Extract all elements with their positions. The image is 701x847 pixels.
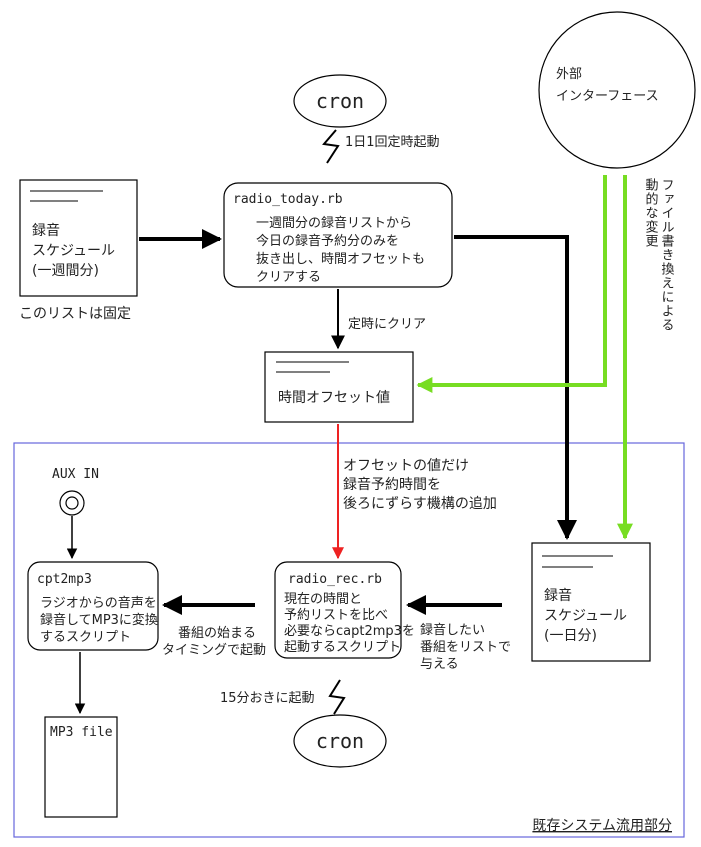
svg-text:一週間分の録音リストから: 一週間分の録音リストから [256,215,412,231]
time-offset-doc: 時間オフセット値 [264,351,414,423]
svg-text:与える: 与える [420,657,459,672]
svg-text:予約リストを比べ: 予約リストを比べ [284,608,388,623]
svg-text:MP3 file: MP3 file [50,725,113,740]
svg-text:cron: cron [316,729,364,753]
aux-in-jack-icon [59,490,85,516]
arrow-today-to-daily [454,235,577,540]
clear-label: 定時にクリア [348,317,426,332]
existing-system-region [13,442,685,838]
aux-in-label: AUX IN [52,467,99,482]
svg-text:ラジオからの音声を: ラジオからの音声を [40,595,157,611]
svg-text:録音: 録音 [32,222,60,239]
svg-text:radio_rec.rb: radio_rec.rb [288,572,382,587]
external-interface-circle: 外部 インターフェース [538,11,696,169]
svg-text:スケジュール: スケジュール [32,243,115,259]
radio-today-box: radio_today.rb 一週間分の録音リストから 今日の録音予約分のみを … [223,182,453,288]
svg-text:外部: 外部 [556,67,582,82]
svg-text:録音: 録音 [544,587,572,604]
arrow-external-to-offset [416,175,607,393]
svg-text:現在の時間と: 現在の時間と [284,592,362,607]
svg-text:(一週間分): (一週間分) [32,263,99,279]
start-timing-label: 番組の始まる タイミングで起動 [162,626,266,658]
mp3-file-doc: MP3 file [44,716,118,818]
weekly-schedule-caption: このリストは固定 [19,306,131,322]
svg-text:するスクリプト: するスクリプト [40,630,131,645]
cron-bottom-trigger-label: 15分おきに起動 [220,691,315,706]
svg-text:抜き出し、時間オフセットも: 抜き出し、時間オフセットも [256,251,425,267]
cpt2mp3-box: cpt2mp3 ラジオからの音声を 録音してMP3に変換 するスクリプト [27,561,159,651]
cron-bottom-trigger-bolt [328,679,346,715]
cron-top: cron [293,74,387,128]
svg-text:タイミングで起動: タイミングで起動 [162,643,266,658]
svg-text:録音してMP3に変換: 録音してMP3に変換 [40,612,158,628]
svg-text:時間オフセット値: 時間オフセット値 [278,390,390,406]
svg-text:後ろにずらす機構の追加: 後ろにずらす機構の追加 [343,496,497,512]
svg-text:今日の録音予約分のみを: 今日の録音予約分のみを [256,233,399,249]
svg-text:番組をリストで: 番組をリストで [420,640,511,655]
radio-rec-box: radio_rec.rb 現在の時間と 予約リストを比べ 必要ならcapt2mp… [274,561,415,659]
existing-system-label: 既存システム流用部分 [532,818,672,834]
svg-text:必要ならcapt2mp3を: 必要ならcapt2mp3を [284,624,415,639]
svg-text:録音したい: 録音したい [420,622,485,638]
svg-text:起動するスクリプト: 起動するスクリプト [284,640,401,655]
svg-text:インターフェース: インターフェース [556,89,659,104]
svg-text:(一日分): (一日分) [544,628,597,644]
cron-bottom: cron [293,714,387,768]
svg-text:radio_today.rb: radio_today.rb [233,192,343,207]
weekly-schedule-doc: 録音 スケジュール (一週間分) [19,179,138,297]
cron-top-trigger-label: 1日1回定時起動 [345,135,440,150]
external-interface-note-2: 動的な変更 [643,178,659,248]
external-interface-note-1: ファイル書き換えによる [659,178,675,332]
svg-text:番組の始まる: 番組の始まる [178,626,256,641]
svg-text:cpt2mp3: cpt2mp3 [37,572,92,587]
svg-text:クリアする: クリアする [256,270,321,285]
svg-text:オフセットの値だけ: オフセットの値だけ [343,458,469,474]
daily-schedule-doc: 録音 スケジュール (一日分) [531,542,651,662]
svg-text:cron: cron [316,89,364,113]
svg-text:スケジュール: スケジュール [544,608,627,624]
offset-note: オフセットの値だけ 録音予約時間を 後ろにずらす機構の追加 [343,458,497,512]
svg-text:録音予約時間を: 録音予約時間を [343,476,441,493]
provide-list-label: 録音したい 番組をリストで 与える [420,622,511,672]
cron-top-trigger-bolt [322,129,340,164]
